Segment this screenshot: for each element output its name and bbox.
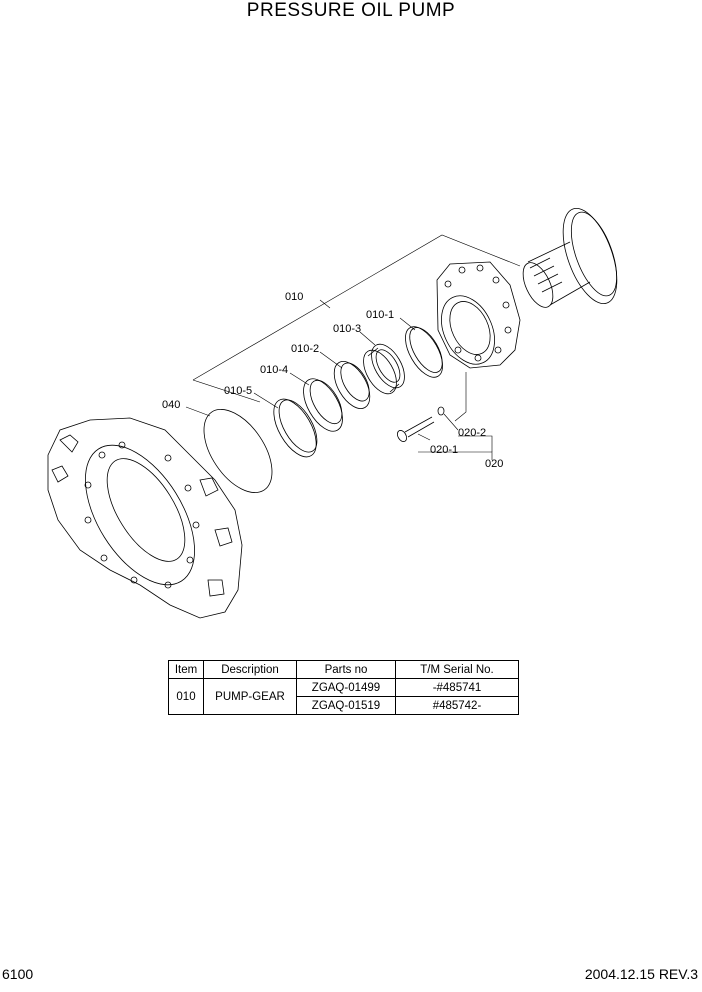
- cell-item: 010: [168, 678, 204, 715]
- header-parts-no: Parts no: [296, 660, 396, 679]
- bearing-010-3: [363, 343, 405, 395]
- callout-020-2: 020-2: [458, 427, 486, 439]
- header-description: Description: [203, 660, 297, 679]
- cell-parts-no: ZGAQ-01499: [296, 678, 396, 697]
- ring-010-2: [333, 361, 371, 409]
- page-number: 6100: [2, 966, 34, 982]
- o-ring-040: [203, 409, 273, 493]
- callout-020: 020: [485, 458, 503, 470]
- header-serial: T/M Serial No.: [395, 660, 519, 679]
- cell-serial: -#485741: [395, 678, 519, 697]
- callout-010-1: 010-1: [366, 309, 394, 321]
- callout-020-1: 020-1: [430, 444, 458, 456]
- callout-010-2: 010-2: [291, 343, 319, 355]
- pump-housing: [436, 261, 521, 369]
- callout-labels: 010 010-1 010-3 010-2 010-4 010-5 040 02…: [162, 291, 503, 470]
- cell-parts-no: ZGAQ-01519: [296, 696, 396, 715]
- ring-010-5: [273, 398, 318, 458]
- callout-010-3: 010-3: [333, 323, 361, 335]
- o-ring-020-2: [437, 406, 445, 416]
- parts-table-header: Item Description Parts no T/M Serial No.: [168, 660, 519, 679]
- date-revision: 2004.12.15 REV.3: [584, 966, 698, 982]
- callout-010-5: 010-5: [224, 385, 252, 397]
- bolt-020-1: [397, 416, 435, 442]
- cell-description: PUMP-GEAR: [203, 678, 297, 715]
- ring-010-1: [405, 326, 443, 378]
- table-row: 010 PUMP-GEAR ZGAQ-01499 -#485741: [168, 678, 519, 715]
- table-row: ZGAQ-01519 #485742-: [169, 696, 519, 715]
- callout-010: 010: [285, 291, 303, 303]
- callout-040: 040: [162, 399, 180, 411]
- callout-010-4: 010-4: [260, 364, 288, 376]
- gear-shaft: [522, 208, 618, 308]
- page-title: PRESSURE OIL PUMP: [246, 0, 456, 21]
- leader-lines: [185, 234, 521, 460]
- cell-serial: #485742-: [395, 696, 519, 715]
- parts-table: Item Description Parts no T/M Serial No.…: [168, 660, 519, 715]
- ring-010-4: [303, 378, 343, 432]
- transmission-case: [47, 417, 243, 619]
- header-item: Item: [168, 660, 204, 679]
